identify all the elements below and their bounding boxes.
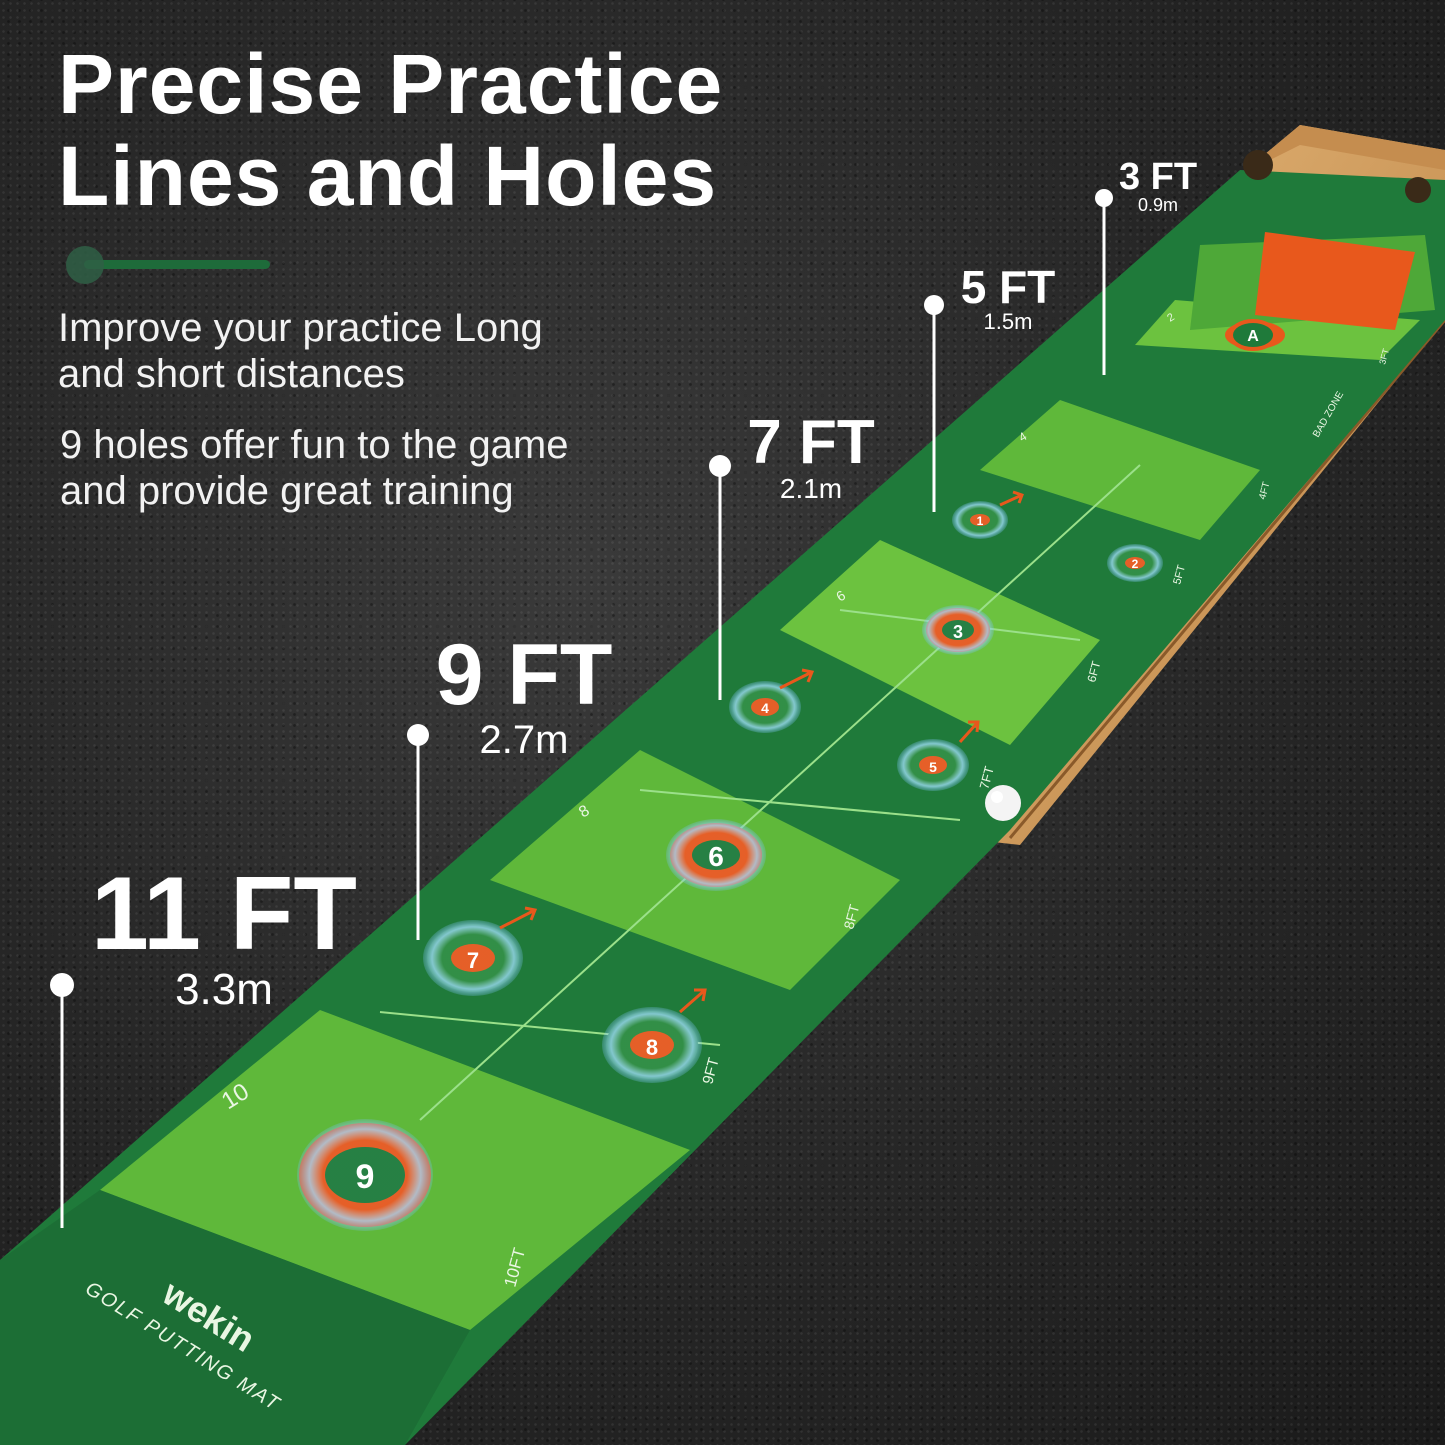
hole-number-label: 5: [929, 759, 937, 775]
distance-meters: 0.9m: [1137, 195, 1179, 215]
accent-dot: [66, 246, 104, 284]
hole-9: [297, 1119, 433, 1231]
copy-block-1: Improve your practice Long and short dis…: [58, 305, 543, 397]
distance-label-9ft: 9 FT 2.7m: [412, 632, 636, 762]
hole-6: [666, 819, 766, 891]
distance-feet: 3 FT: [1118, 156, 1198, 198]
row-number: 2: [1165, 311, 1177, 324]
side-distance-mark: 4FT: [1257, 481, 1272, 501]
distance-pointer-dots: [50, 189, 1113, 997]
hole-number-label: 7: [467, 948, 479, 973]
distance-meters: 2.1m: [779, 473, 843, 504]
distance-pointers: [60, 198, 1106, 1228]
distance-feet: 7 FT: [747, 408, 875, 477]
hole-number-label: 9: [356, 1158, 375, 1196]
side-distance-mark: 7FT: [976, 765, 996, 791]
copy-block-2: 9 holes offer fun to the game and provid…: [60, 422, 569, 514]
headline: Precise Practice Lines and Holes: [58, 38, 723, 222]
direction-arrow-icon: [499, 490, 1024, 1014]
side-distance-mark: 3FT: [1377, 347, 1391, 366]
distance-label-11ft: 11 FT 3.3m: [64, 862, 384, 1014]
copy-line: 9 holes offer fun to the game: [60, 423, 569, 467]
hole-2: [1107, 544, 1163, 582]
golf-ball-icon: [985, 785, 1021, 821]
headline-line-1: Precise Practice: [58, 37, 724, 131]
copy-line: and short distances: [58, 352, 405, 396]
accent-divider: [66, 246, 270, 284]
side-distance-mark: 5FT: [1171, 564, 1188, 586]
hole-number-label: 4: [761, 700, 769, 716]
hole-4: [729, 681, 801, 733]
hole-number-label: 3: [953, 622, 963, 642]
distance-meters: 3.3m: [175, 965, 273, 1014]
hole-5: [897, 739, 969, 791]
distance-label-7ft: 7 FT 2.1m: [738, 412, 884, 505]
copy-line: and provide great training: [60, 469, 514, 513]
hole-cup-icon: [1405, 177, 1431, 203]
hole-number-labels: 9 8 7 6 5 4 3 2 1: [356, 514, 1139, 1196]
hole-3: [922, 605, 994, 655]
hole-number-label: 1: [977, 514, 984, 528]
hole-number-label: 8: [646, 1035, 658, 1060]
hole-7: [423, 920, 523, 996]
hole-cup-icon: [1243, 150, 1273, 180]
distance-meters: 2.7m: [479, 718, 569, 762]
distance-feet: 5 FT: [960, 261, 1056, 313]
hole-1: [952, 501, 1008, 539]
distance-label-5ft: 5 FT 1.5m: [948, 264, 1068, 334]
headline-line-2: Lines and Holes: [58, 129, 718, 223]
hole-number-label: 6: [708, 841, 724, 872]
hole-targets: [297, 501, 1163, 1231]
copy-line: Improve your practice Long: [58, 306, 543, 350]
cup-letter: A: [1247, 328, 1259, 345]
side-distance-mark: 8FT: [840, 902, 862, 931]
distance-label-3ft: 3 FT 0.9m: [1108, 158, 1208, 216]
side-distance-mark: 6FT: [1084, 659, 1103, 684]
side-distance-mark: 9FT: [699, 1056, 722, 1086]
distance-feet: 9 FT: [435, 627, 613, 723]
hole-number-label: 2: [1132, 557, 1139, 571]
accent-line: [84, 260, 270, 269]
distance-meters: 1.5m: [983, 309, 1033, 334]
distance-feet: 11 FT: [91, 856, 357, 972]
cup-letter-badge: A: [1229, 319, 1277, 351]
hole-8: [602, 1007, 702, 1083]
